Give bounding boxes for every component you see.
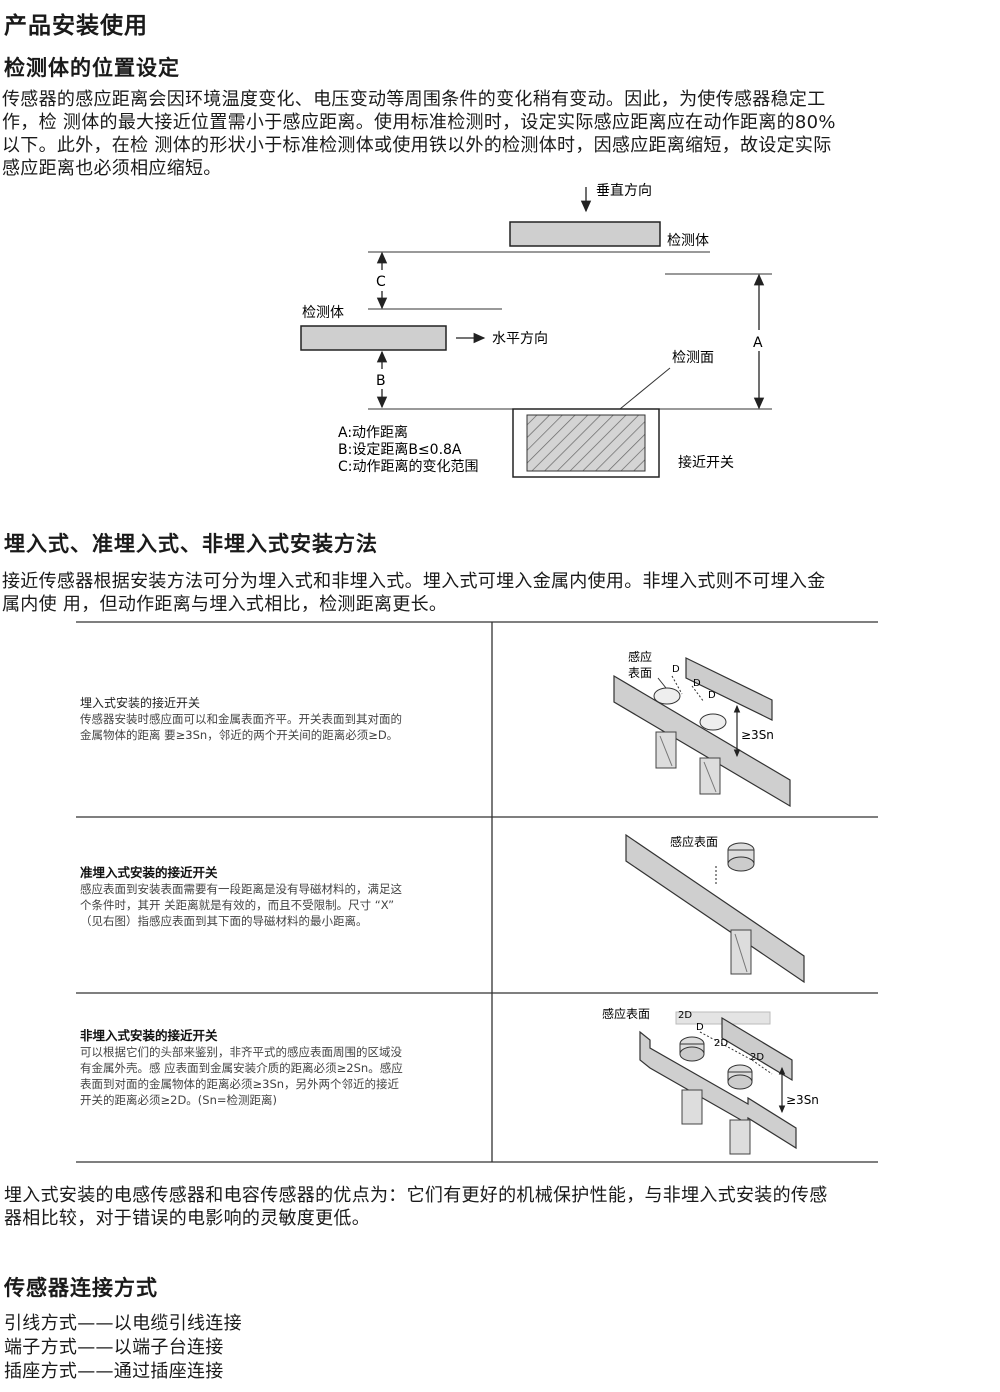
- label-b: B: [376, 373, 386, 389]
- label-vertical: 垂直方向: [596, 182, 652, 199]
- nonflush-surface-label: 感应表面: [602, 1006, 650, 1021]
- label-target-top: 检测体: [667, 233, 709, 249]
- flush-surface-label-2: 表面: [628, 666, 652, 680]
- nonflush-distance-label: ≥3Sn: [786, 1093, 819, 1107]
- non-flush-mount-figure: [639, 1011, 797, 1155]
- flush-d-label: D: [672, 664, 680, 675]
- quasi-surface-label: 感应表面: [670, 834, 718, 849]
- legend-c: C:动作距离的变化范围: [338, 458, 479, 475]
- row-flush-title: 埋入式安装的接近开关: [80, 696, 201, 710]
- label-a: A: [753, 335, 763, 351]
- label-switch: 接近开关: [678, 454, 734, 471]
- section-paragraph-position: 传感器的感应距离会因环境温度变化、电压变动等周围条件的变化稍有变动。因此，为使传…: [2, 89, 836, 179]
- label-c: C: [376, 274, 386, 290]
- flush-d-label-2: D: [693, 678, 701, 689]
- flush-surface-label-1: 感应: [628, 649, 652, 664]
- connection-item: 插座方式——通过插座连接: [4, 1361, 224, 1382]
- legend-a: A:动作距离: [338, 424, 408, 441]
- connection-item: 端子方式——以端子台连接: [4, 1337, 224, 1358]
- nonflush-2d-label-3: 2D: [750, 1052, 764, 1063]
- row-non-flush-text: 非埋入式安装的接近开关 可以根据它们的头部来鉴别，非齐平式的感应表面周围的区域没…: [80, 1025, 490, 1108]
- row-non-flush-title: 非埋入式安装的接近开关: [80, 1028, 218, 1043]
- row-quasi-flush-title: 准埋入式安装的接近开关: [80, 865, 218, 880]
- label-horizontal: 水平方向: [492, 331, 548, 347]
- flush-distance-label: ≥3Sn: [741, 728, 774, 742]
- mounting-table: 感应 表面 D D D ≥3Sn 感应表面 感应表面 2D D 2D 2D ≥3…: [76, 621, 878, 1163]
- section-heading-connection: 传感器连接方式: [4, 1276, 158, 1300]
- target-top: [509, 221, 661, 247]
- legend-b: B:设定距离B≤0.8A: [338, 441, 462, 458]
- section-heading-mounting: 埋入式、准埋入式、非埋入式安装方法: [4, 532, 378, 556]
- section-heading-position: 检测体的位置设定: [4, 56, 180, 80]
- advantages-paragraph: 埋入式安装的电感传感器和电容传感器的优点为：它们有更好的机械保护性能，与非埋入式…: [4, 1185, 828, 1229]
- nonflush-2d-label-1: 2D: [678, 1010, 692, 1021]
- section-paragraph-mounting: 接近传感器根据安装方法可分为埋入式和非埋入式。埋入式可埋入金属内使用。非埋入式则…: [2, 571, 826, 615]
- nonflush-d-label: D: [696, 1022, 704, 1033]
- page-title: 产品安装使用: [4, 13, 148, 39]
- row-flush-text: 埋入式安装的接近开关 传感器安装时感应面可以和金属表面齐平。开关表面到其对面的 …: [80, 695, 490, 743]
- position-diagram: 垂直方向 检测体 C 检测体 水平方向 B A 检测面 接近开关 A:动作距离 …: [300, 182, 772, 478]
- flush-d-label-3: D: [708, 690, 716, 701]
- connection-list: 引线方式——以电缆引线连接 端子方式——以端子台连接 插座方式——通过插座连接: [4, 1312, 604, 1384]
- nonflush-2d-label-2: 2D: [714, 1038, 728, 1049]
- flush-mount-figure: [613, 657, 791, 808]
- quasi-flush-mount-figure: [625, 833, 805, 984]
- label-target-left: 检测体: [302, 305, 344, 321]
- label-surface: 检测面: [672, 350, 714, 366]
- target-left: [300, 325, 447, 351]
- connection-item: 引线方式——以电缆引线连接: [4, 1313, 242, 1334]
- row-quasi-flush-text: 准埋入式安装的接近开关 感应表面到安装表面需要有一段距离是没有导磁材料的，满足这…: [80, 862, 490, 929]
